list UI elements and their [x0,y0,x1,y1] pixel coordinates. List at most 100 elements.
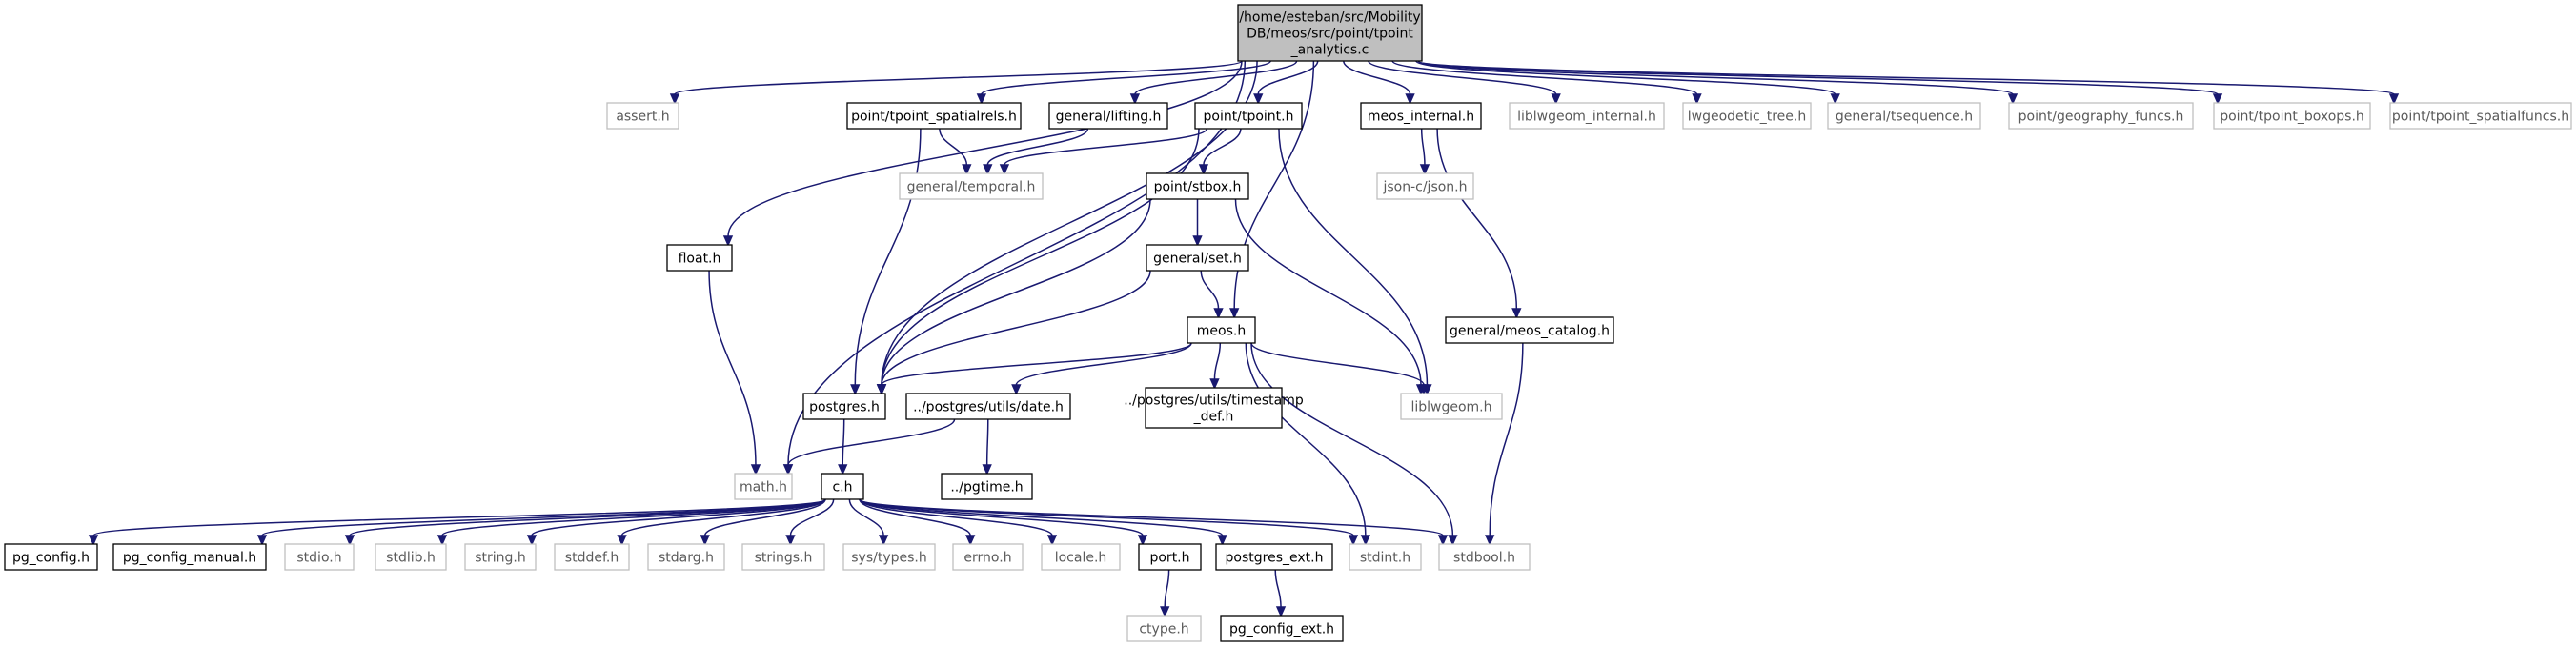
arrowhead-c-to-pg_config [88,535,99,546]
edge-date-to-math [787,418,956,466]
node-pg_config[interactable]: pg_config.h [4,543,98,571]
arrowhead-c-to-locale [1046,535,1058,546]
node-tpoint_boxops: point/tpoint_boxops.h [2213,102,2371,130]
edge-tpoint_spatialrels-to-postgres [854,128,922,386]
arrowhead-meos_catalog-to-stdbool [1485,535,1495,546]
node-json: json-c/json.h [1376,172,1474,200]
arrowhead-root-to-tpoint_boxops [2212,93,2223,105]
node-meos[interactable]: meos.h [1187,316,1256,344]
edge-root-to-tpoint_spatialrels [981,60,1271,95]
node-locale: locale.h [1041,543,1121,571]
arrowhead-c-to-stdio [344,535,355,546]
node-box-assert [606,102,679,130]
edge-meos-to-stdint [1245,342,1367,536]
arrowhead-c-to-stdarg [700,535,710,546]
arrowhead-c-to-strings [785,535,796,546]
edge-root-to-tpoint_spatialfuncs [1417,60,2395,95]
node-label-stdio: stdio.h [296,551,341,566]
node-box-float [666,244,733,272]
edge-c-to-pg_config [92,498,826,536]
node-label-assert: assert.h [616,110,669,125]
node-meos_catalog[interactable]: general/meos_catalog.h [1445,316,1614,344]
node-errno: errno.h [952,543,1024,571]
node-label-pg_config_ext: pg_config_ext.h [1229,622,1334,637]
node-tpoint_spatialrels[interactable]: point/tpoint_spatialrels.h [846,102,1022,130]
node-meos_internal[interactable]: meos_internal.h [1360,102,1482,130]
node-stbox[interactable]: point/stbox.h [1146,172,1249,200]
node-label-json: json-c/json.h [1382,180,1467,195]
node-set[interactable]: general/set.h [1146,244,1249,272]
arrowhead-port-to-ctype [1160,606,1170,617]
edge-meos_catalog-to-stdbool [1489,342,1524,536]
node-pg_config_manual[interactable]: pg_config_manual.h [112,543,267,571]
node-stdbool: stdbool.h [1438,543,1531,571]
node-tsequence: general/tsequence.h [1827,102,1981,130]
edge-port-to-ctype [1164,569,1170,608]
arrowhead-float-to-math [750,464,761,475]
node-date[interactable]: ../postgres/utils/date.h [905,393,1071,420]
arrowhead-c-to-pg_config_manual [256,535,268,546]
node-box-stbox [1146,172,1249,200]
edge-root-to-geography_funcs [1417,60,2014,95]
arrowhead-root-to-assert [669,93,680,105]
node-box-tpoint_spatialrels [846,102,1022,130]
arrowhead-c-to-systypes [878,535,889,546]
node-box-postgres_ext [1215,543,1333,571]
node-label-lwgeodetic_tree: lwgeodetic_tree.h [1688,110,1806,125]
node-box-pg_config [4,543,98,571]
arrowhead-set-to-meos [1213,308,1224,319]
node-label-meos: meos.h [1197,324,1246,339]
arrowhead-root-to-tsequence [1830,93,1840,105]
node-systypes: sys/types.h [842,543,936,571]
node-float[interactable]: float.h [666,244,733,272]
node-tpoint[interactable]: point/tpoint.h [1194,102,1303,130]
node-label-temporal: general/temporal.h [907,180,1036,195]
node-label-liblwgeom_internal: liblwgeom_internal.h [1517,110,1656,125]
edge-meos-to-liblwgeom [1250,342,1425,386]
node-label-c: c.h [832,480,852,495]
arrowhead-root-to-meos [1229,308,1240,319]
node-box-stdbool [1438,543,1531,571]
node-pgtime[interactable]: ../pgtime.h [941,473,1033,500]
node-postgres[interactable]: postgres.h [802,393,886,420]
node-box-stdio [284,543,355,571]
node-box-locale [1041,543,1121,571]
node-box-string [464,543,537,571]
edge-float-to-math [708,270,757,466]
node-stdlib: stdlib.h [375,543,447,571]
edge-c-to-errno [859,498,971,536]
node-timestamp_def[interactable]: ../postgres/utils/timestamp_def.h [1124,387,1304,429]
arrowhead-meos-to-liblwgeom [1418,384,1430,395]
node-pg_config_ext[interactable]: pg_config_ext.h [1220,615,1344,642]
node-box-meos_internal [1360,102,1482,130]
node-box-tpoint [1194,102,1303,130]
node-box-port [1138,543,1202,571]
arrowhead-c-to-stddef [617,535,627,546]
edge-c-to-stdarg [703,498,826,536]
arrowhead-root-to-geography_funcs [2007,93,2018,105]
arrowhead-root-to-tpoint_spatialfuncs [2388,93,2400,105]
node-label-errno: errno.h [963,551,1011,566]
node-label-tpoint_spatialfuncs: point/tpoint_spatialfuncs.h [2392,110,2569,125]
node-box-tpoint_spatialfuncs [2389,102,2572,130]
node-root[interactable]: /home/esteban/src/MobilityDB/meos/src/po… [1237,4,1423,62]
edge-stbox-to-liblwgeom [1234,198,1422,386]
node-port[interactable]: port.h [1138,543,1202,571]
node-label-postgres_ext: postgres_ext.h [1226,551,1324,566]
node-box-stddef [554,543,630,571]
node-label-ctype: ctype.h [1139,622,1188,637]
node-label-tpoint_spatialrels: point/tpoint_spatialrels.h [851,110,1017,125]
node-postgres_ext[interactable]: postgres_ext.h [1215,543,1333,571]
node-box-tpoint_boxops [2213,102,2371,130]
arrowhead-root-to-tpoint_spatialrels [976,93,987,105]
node-c[interactable]: c.h [821,473,864,500]
node-label-stdint: stdint.h [1360,551,1410,566]
node-box-math [734,473,793,500]
arrowhead-c-to-port [1137,535,1148,546]
arrowhead-tpoint_spatialrels-to-temporal [962,164,972,175]
node-label-tpoint_boxops: point/tpoint_boxops.h [2220,110,2364,125]
edge-root-to-meos_internal [1343,60,1411,95]
node-temporal: general/temporal.h [899,172,1044,200]
node-lifting[interactable]: general/lifting.h [1048,102,1168,130]
